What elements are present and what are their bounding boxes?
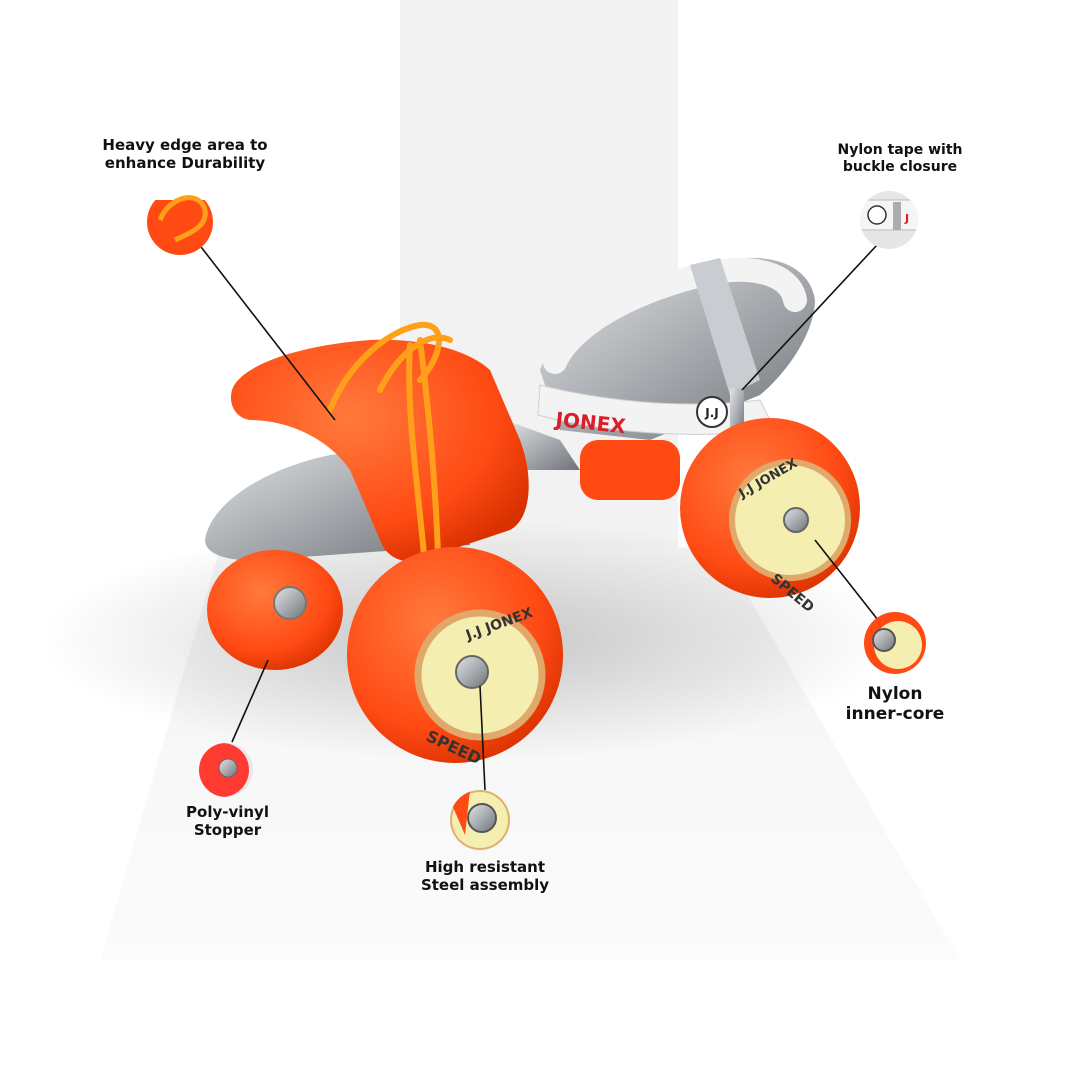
stopper-bolt (273, 586, 307, 620)
strap-logo-text: J.J (704, 406, 719, 420)
callout-steel-assembly: High resistant Steel assembly (420, 858, 550, 894)
front-assembly: J.J JONEX SPEED (205, 321, 563, 768)
thumb-nylon-tape: J (860, 191, 918, 249)
thumb-inner-core (864, 612, 926, 674)
svg-text:J: J (904, 212, 909, 225)
leader-stopper (231, 659, 269, 743)
callout-stopper: Poly-vinyl Stopper (186, 803, 269, 839)
thumb-steel-assembly (450, 790, 510, 850)
leader-lines (197, 242, 879, 791)
front-wheel-nut (455, 655, 489, 689)
callout-heavy-edge: Heavy edge area to enhance Durability (102, 136, 268, 172)
leader-core (814, 539, 879, 621)
leader-nylon-tape (741, 244, 878, 391)
strap-logo-badge (696, 396, 728, 428)
rear-wheel-nut (783, 507, 809, 533)
laces (327, 321, 453, 658)
callout-inner-core: Nylon inner-core (845, 684, 945, 725)
toe-cap (230, 339, 529, 562)
leader-steel (479, 685, 486, 791)
thumb-heavy-edge (147, 189, 213, 255)
thumb-stopper (199, 743, 253, 797)
heel-assembly: JONEX J.J (505, 257, 815, 470)
callout-nylon-tape: Nylon tape with buckle closure (837, 142, 963, 175)
leader-heavy-edge (197, 242, 336, 421)
